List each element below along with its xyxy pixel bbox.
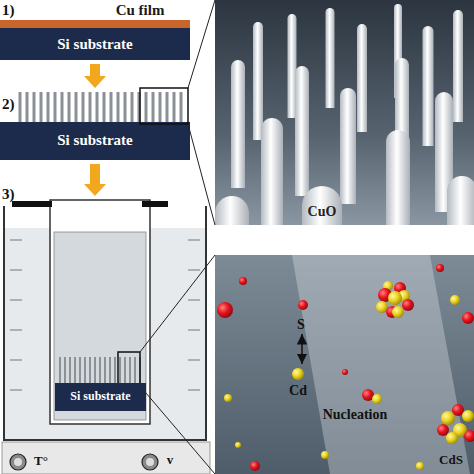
cd-atom bbox=[224, 394, 232, 402]
zoom-leader bbox=[140, 0, 215, 474]
clamp bbox=[12, 201, 52, 207]
knob bbox=[142, 454, 158, 470]
panel-background bbox=[215, 255, 474, 474]
s-atom bbox=[436, 264, 444, 272]
sulfur-atoms bbox=[217, 264, 474, 471]
atom-label: Cd bbox=[283, 383, 313, 398]
nanowire-array bbox=[60, 357, 140, 383]
cd-atom bbox=[462, 410, 474, 422]
beaker bbox=[50, 200, 150, 424]
cds-cluster bbox=[376, 281, 414, 318]
zoom-panel: CuO bbox=[215, 0, 474, 225]
substrate-layer: Si substrate bbox=[0, 28, 190, 60]
zoom-box bbox=[140, 88, 188, 124]
s-atom bbox=[402, 299, 414, 311]
layer-label: Si substrate bbox=[55, 390, 146, 403]
process-arrow bbox=[90, 164, 100, 184]
cd-atom bbox=[321, 451, 329, 459]
s-atom bbox=[437, 424, 449, 436]
cd-atom bbox=[392, 306, 404, 318]
substrate-layer bbox=[0, 122, 190, 160]
clamp bbox=[142, 201, 168, 207]
cuo-nanowires bbox=[215, 4, 474, 225]
s-atom bbox=[298, 300, 308, 310]
nanowire bbox=[302, 186, 342, 225]
cd-atom bbox=[441, 411, 455, 425]
layer-label: Si substrate bbox=[0, 132, 190, 149]
bath-water bbox=[4, 228, 206, 440]
nanowire bbox=[231, 60, 245, 188]
knob-label: v bbox=[160, 453, 180, 467]
knob-label: T° bbox=[28, 454, 54, 468]
nanowire-substrate: Si substrate bbox=[0, 90, 190, 160]
cd-atom bbox=[292, 368, 304, 380]
nanowire bbox=[386, 130, 410, 225]
cadmium-atoms bbox=[224, 295, 460, 470]
layer-label: Cu film bbox=[100, 2, 180, 19]
zoom-box bbox=[118, 352, 140, 386]
s-atom bbox=[462, 312, 474, 324]
cds-cluster bbox=[437, 404, 474, 444]
hotplate bbox=[2, 442, 210, 474]
beaker-solution bbox=[54, 232, 146, 420]
nanowire bbox=[326, 8, 335, 108]
knob bbox=[14, 458, 22, 466]
knob bbox=[10, 454, 26, 470]
zoom-panel: S CdNucleationCdS bbox=[215, 255, 474, 474]
nanowire-surface bbox=[292, 255, 470, 474]
cd-atom bbox=[450, 295, 460, 305]
cd-atom bbox=[388, 291, 402, 305]
atom-label: S bbox=[291, 317, 311, 332]
process-arrow bbox=[90, 64, 100, 76]
step-number: 1) bbox=[2, 2, 15, 19]
s-atom bbox=[217, 302, 233, 318]
nanowire bbox=[453, 10, 463, 122]
step-number: 3) bbox=[2, 186, 15, 203]
nanowire bbox=[215, 196, 249, 225]
cd-atom bbox=[416, 462, 424, 470]
nanowire-array bbox=[20, 92, 181, 122]
s-atom bbox=[250, 461, 260, 471]
nanowire bbox=[340, 88, 356, 204]
nanowire bbox=[357, 24, 367, 132]
substrate-layer: Si substrate bbox=[55, 383, 146, 411]
s-atom bbox=[464, 430, 474, 442]
panel-background bbox=[215, 0, 474, 225]
step-number: 2) bbox=[2, 96, 15, 113]
bath-wall bbox=[4, 206, 206, 440]
nanowire bbox=[423, 26, 434, 146]
reaction-arrow bbox=[301, 334, 303, 364]
water-bath-setup: T° v Si substrate bbox=[0, 198, 212, 474]
nanowire bbox=[253, 22, 263, 140]
cd-atom bbox=[372, 394, 382, 404]
knob bbox=[146, 458, 154, 466]
layer-label: Si substrate bbox=[0, 36, 190, 53]
material-label: CuO bbox=[302, 204, 342, 219]
s-atom bbox=[342, 369, 348, 375]
nanowire bbox=[261, 118, 283, 225]
nanowire bbox=[295, 66, 309, 196]
cd-atom bbox=[446, 432, 458, 444]
s-atom bbox=[239, 277, 247, 285]
cd-atom bbox=[235, 442, 241, 448]
nanowire bbox=[447, 176, 474, 225]
process-label: Nucleation bbox=[315, 407, 395, 422]
material-label: CdS bbox=[431, 453, 471, 467]
cu-film-layer: Cu film bbox=[0, 20, 190, 28]
